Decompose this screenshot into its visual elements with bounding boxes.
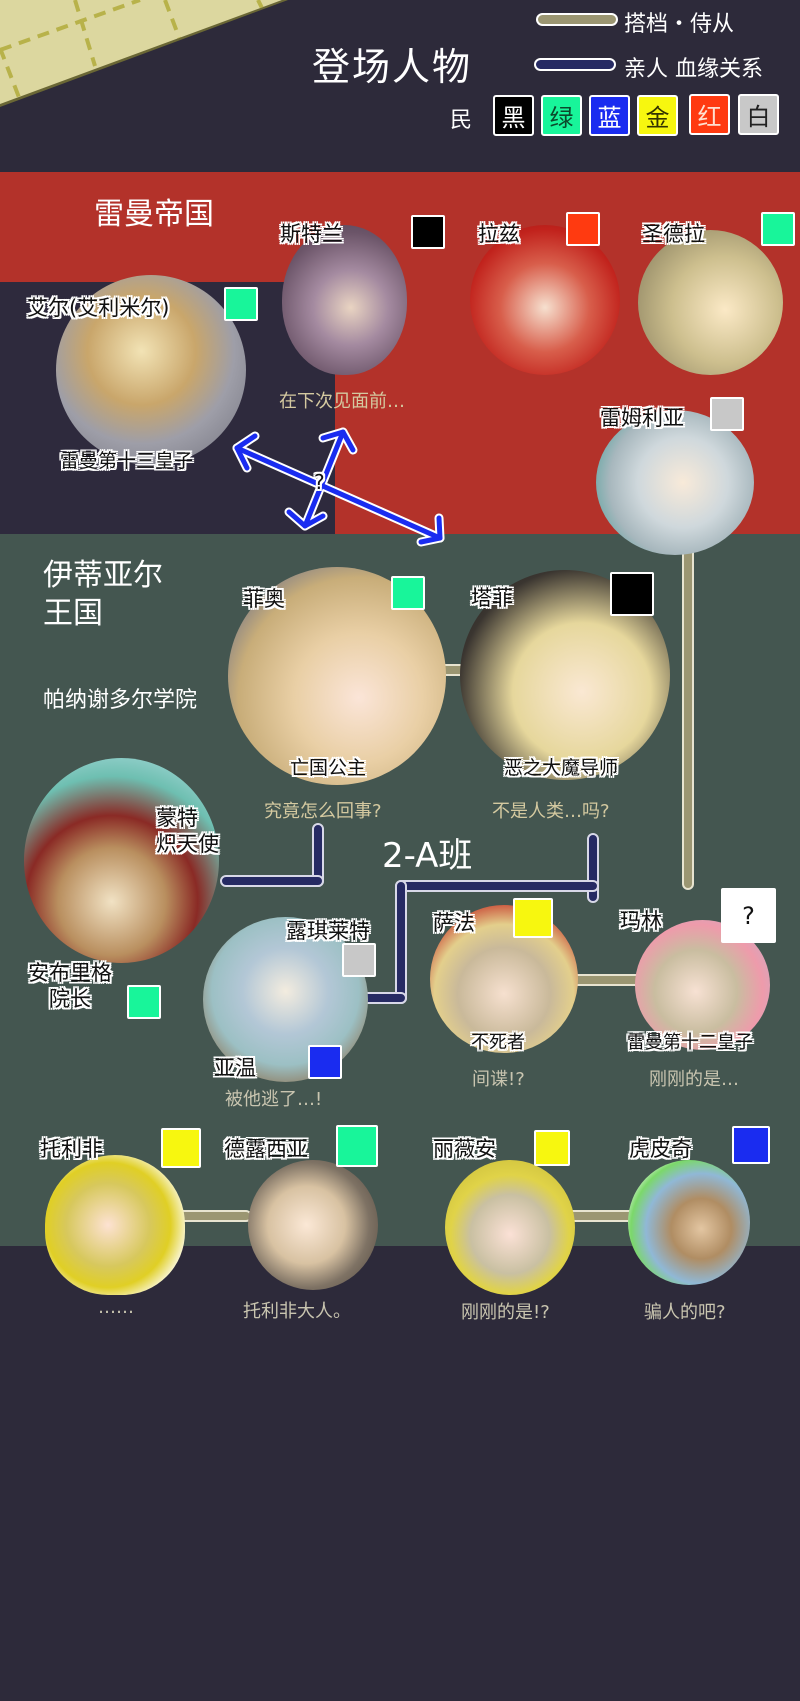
name-mont: 蒙特 炽天使 bbox=[156, 805, 219, 858]
faction-swatch-lemuria bbox=[710, 397, 744, 431]
name-tolifi: 托利非 bbox=[40, 1137, 103, 1161]
name-stran: 斯特兰 bbox=[280, 222, 343, 246]
title-marin: 雷曼第十二皇子 bbox=[627, 1032, 753, 1053]
portrait-el[interactable] bbox=[56, 275, 246, 465]
quote-sapha: 间谍!? bbox=[472, 1069, 525, 1090]
ital-kingdom-title: 伊蒂亚尔 王国 bbox=[43, 557, 163, 632]
name-livian: 丽薇安 bbox=[433, 1137, 496, 1161]
name-ambrig: 安布里格 院长 bbox=[28, 960, 112, 1013]
quote-yawen: 被他逃了…! bbox=[225, 1089, 323, 1110]
name-taphy: 塔菲 bbox=[471, 586, 513, 610]
portrait-stran[interactable] bbox=[282, 225, 407, 375]
kin-line-taphy-horizontal bbox=[395, 880, 599, 892]
faction-red-swatch: 红 bbox=[689, 94, 730, 135]
kin-legend-label: 亲人 血缘关系 bbox=[624, 57, 763, 82]
quote-fio: 究竟怎么回事? bbox=[264, 801, 382, 822]
name-fio: 菲奥 bbox=[243, 587, 285, 611]
faction-swatch-fio bbox=[391, 576, 425, 610]
title-el: 雷曼第十三皇子 bbox=[60, 450, 194, 472]
portrait-livian[interactable] bbox=[445, 1160, 575, 1295]
faction-swatch-tolifi bbox=[161, 1128, 201, 1168]
portrait-hupiqi[interactable] bbox=[628, 1160, 750, 1285]
faction-swatch-raz bbox=[566, 212, 600, 246]
faction-swatch-taphy bbox=[610, 572, 654, 616]
kin-line-legend-swatch bbox=[534, 58, 616, 71]
kin-line-luchilet-vertical bbox=[395, 880, 407, 1004]
kin-line-taphy-vertical bbox=[587, 833, 599, 903]
name-yawen: 亚温 bbox=[214, 1056, 256, 1080]
name-raz: 拉兹 bbox=[478, 222, 520, 246]
title-sapha: 不死者 bbox=[471, 1032, 525, 1053]
portrait-delucia[interactable] bbox=[248, 1160, 378, 1290]
quote-livian: 刚刚的是!? bbox=[461, 1302, 550, 1323]
portrait-sandra[interactable] bbox=[638, 230, 783, 375]
faction-swatch-luchilet bbox=[342, 943, 376, 977]
class-2a-label: 2-A班 bbox=[382, 836, 473, 876]
name-sandra: 圣德拉 bbox=[642, 222, 705, 246]
faction-swatch-sapha bbox=[513, 898, 553, 938]
title-fio: 亡国公主 bbox=[290, 757, 367, 779]
faction-swatch-sandra bbox=[761, 212, 795, 246]
quote-tolifi: …… bbox=[98, 1297, 134, 1318]
faction-green-swatch: 绿 bbox=[541, 95, 582, 136]
ital-kingdom-title-line1: 伊蒂亚尔 bbox=[43, 558, 163, 593]
faction-white-swatch: 白 bbox=[738, 94, 779, 135]
name-sapha: 萨法 bbox=[433, 911, 475, 935]
portrait-mont-ambrig[interactable] bbox=[24, 758, 219, 963]
partner-line-legend-swatch bbox=[536, 13, 618, 26]
quote-marin: 刚刚的是… bbox=[649, 1069, 739, 1090]
portrait-sapha[interactable] bbox=[430, 905, 578, 1053]
faction-swatch-livian bbox=[534, 1130, 570, 1166]
quote-hupiqi: 骗人的吧? bbox=[644, 1302, 726, 1323]
quote-taphy: 不是人类…吗? bbox=[492, 801, 610, 822]
faction-swatch-delucia bbox=[336, 1125, 378, 1167]
academy-label: 帕纳谢多尔学院 bbox=[43, 688, 198, 713]
name-ambrig-line1: 安布里格 bbox=[28, 961, 112, 985]
faction-blue-swatch: 蓝 bbox=[589, 95, 630, 136]
region-bottom-background bbox=[0, 1246, 800, 1701]
faction-swatch-ambrig bbox=[127, 985, 161, 1019]
name-hupiqi: 虎皮奇 bbox=[629, 1137, 692, 1161]
partner-line-lemuria-marin bbox=[682, 538, 694, 890]
quote-stran: 在下次见面前… bbox=[279, 391, 405, 412]
faction-legend-label: 民 bbox=[450, 108, 473, 133]
name-marin: 玛林 bbox=[620, 909, 662, 933]
page-title: 登场人物 bbox=[312, 45, 473, 89]
faction-swatch-yawen bbox=[308, 1045, 342, 1079]
partner-legend-label: 搭档・侍从 bbox=[624, 12, 735, 37]
name-el: 艾尔(艾利米尔) bbox=[27, 296, 170, 320]
portrait-raz[interactable] bbox=[470, 225, 620, 375]
portrait-lemuria[interactable] bbox=[596, 410, 754, 555]
name-lemuria: 雷姆利亚 bbox=[600, 406, 684, 430]
name-delucia: 德露西亚 bbox=[224, 1137, 308, 1161]
faction-swatch-hupiqi bbox=[732, 1126, 770, 1164]
uncertain-relation-arrows bbox=[232, 427, 445, 547]
kin-line-fio-ambrig bbox=[220, 875, 324, 887]
quote-delucia: 托利非大人。 bbox=[243, 1301, 351, 1322]
faction-black-swatch: 黑 bbox=[493, 95, 534, 136]
name-mont-line2: 炽天使 bbox=[156, 832, 219, 857]
portrait-tolifi[interactable] bbox=[45, 1155, 185, 1295]
faction-unknown-marin: ? bbox=[721, 888, 776, 943]
name-luchilet: 露琪莱特 bbox=[286, 919, 370, 943]
name-ambrig-line2: 院长 bbox=[49, 987, 91, 1012]
faction-swatch-el bbox=[224, 287, 258, 321]
faction-gold-swatch: 金 bbox=[637, 95, 678, 136]
uncertain-relation-marker: ? bbox=[314, 470, 325, 494]
title-taphy: 恶之大魔导师 bbox=[504, 757, 619, 779]
faction-swatch-stran bbox=[411, 215, 445, 249]
ital-kingdom-title-line2: 王国 bbox=[43, 595, 103, 631]
name-mont-line1: 蒙特 bbox=[156, 806, 198, 830]
reman-empire-title: 雷曼帝国 bbox=[94, 197, 214, 232]
